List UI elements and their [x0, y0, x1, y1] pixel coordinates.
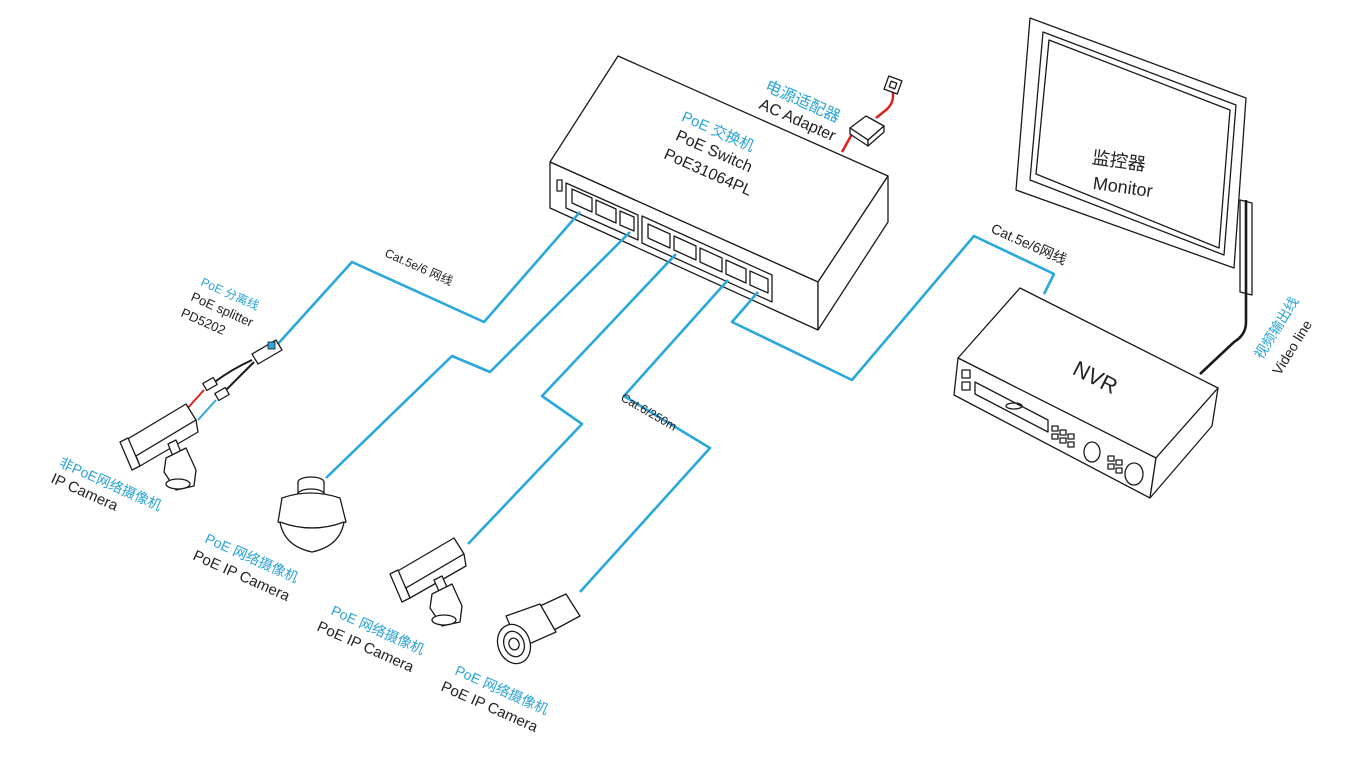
cable-nvr: [730, 234, 1056, 382]
cable-label-cat5-right: Cat.5e/6网线: [989, 220, 1069, 268]
ip-camera-icon: [119, 403, 199, 491]
poe-switch: PoE 交换机 PoE Switch PoE31064PL: [549, 55, 889, 331]
cable-box-camera: [579, 279, 729, 593]
monitor: 监控器 Monitor: [1015, 17, 1253, 296]
poe-splitter: PoE 分离线 PoE splitter PD5202: [179, 274, 283, 421]
video-line-cable: [1199, 200, 1248, 375]
network-cables: [275, 211, 1056, 593]
cable-splitter: [275, 211, 581, 347]
box-camera-icon: [496, 593, 581, 665]
dome-camera-icon: [277, 476, 347, 553]
nvr: NVR: [953, 287, 1219, 499]
cable-dome-camera: [325, 231, 631, 479]
bullet-camera-icon: [389, 537, 467, 627]
cable-bullet-camera: [467, 253, 677, 545]
cable-label-cat6: Cat.6/250m: [619, 390, 680, 433]
